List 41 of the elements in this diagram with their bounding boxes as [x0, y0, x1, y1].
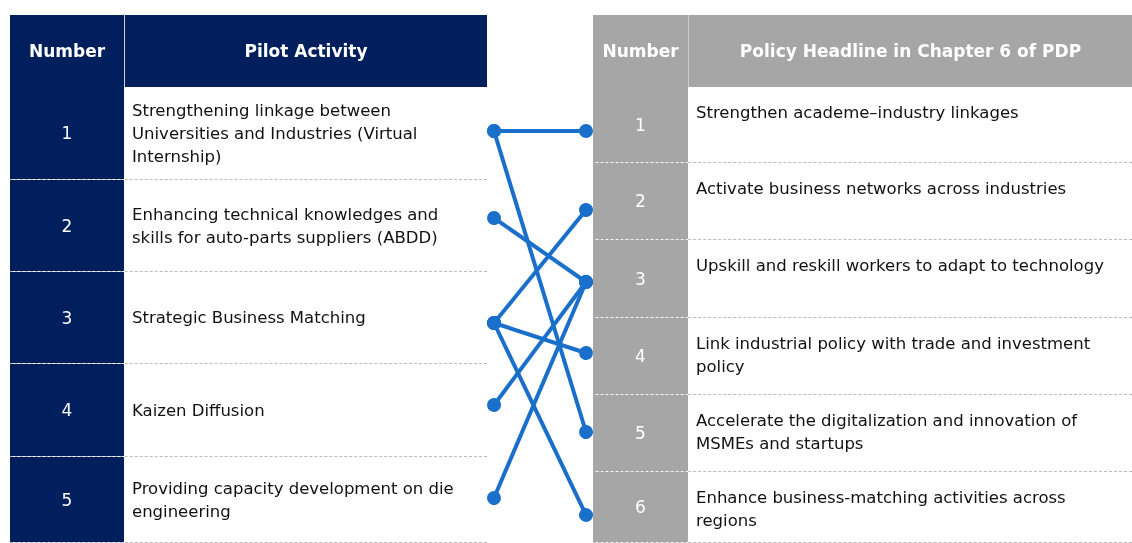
policy-text: Link industrial policy with trade and investment policy — [696, 333, 1092, 378]
column-header: Policy Headline in Chapter 6 of PDP — [688, 15, 1132, 87]
table-row — [10, 272, 487, 364]
table-row — [593, 163, 1132, 240]
policy-text: Enhance business-matching activities across regions — [696, 487, 1067, 532]
row-number: 3 — [593, 240, 688, 317]
activity-text: Strategic Business Matching — [132, 307, 366, 329]
row-number: 4 — [10, 364, 124, 456]
table-row — [593, 240, 1132, 318]
policy-text: Accelerate the digitalization and innovation of MSMEs and startups — [696, 410, 1079, 455]
activity-text: Providing capacity development on die engineering — [132, 477, 455, 523]
activity-text: Strengthening linkage between Universities and Industries (Virtual Internship) — [132, 99, 419, 168]
connector-line — [487, 275, 593, 505]
row-number: 3 — [10, 272, 124, 363]
table-row — [593, 472, 1132, 543]
table-row — [10, 457, 487, 543]
table-row — [593, 87, 1132, 163]
policy-text: Activate business networks across industries — [696, 178, 1067, 200]
table-row — [10, 87, 487, 180]
column-header: Number — [10, 15, 124, 87]
activity-text: Kaizen Diffusion — [132, 399, 265, 422]
row-number: 6 — [593, 472, 688, 542]
row-number: 2 — [10, 180, 124, 271]
table-row — [10, 180, 487, 272]
policy-text: Upskill and reskill workers to adapt to technology — [696, 255, 1104, 277]
row-number: 5 — [593, 395, 688, 471]
table-row — [593, 318, 1132, 395]
table-row — [593, 395, 1132, 472]
column-header: Pilot Activity — [124, 15, 487, 87]
connector-line — [487, 316, 593, 522]
policy-text: Strengthen academe–industry linkages — [696, 102, 1019, 124]
row-number: 1 — [10, 87, 124, 179]
table-row — [10, 364, 487, 457]
connector-line — [487, 124, 593, 138]
row-number: 1 — [593, 87, 688, 162]
connector-line — [487, 124, 593, 439]
row-number: 4 — [593, 318, 688, 394]
row-number: 5 — [10, 457, 124, 542]
row-number: 2 — [593, 163, 688, 239]
column-header: Number — [593, 15, 688, 87]
activity-text: Enhancing technical knowledges and skills for auto-parts suppliers (ABDD) — [132, 203, 440, 249]
